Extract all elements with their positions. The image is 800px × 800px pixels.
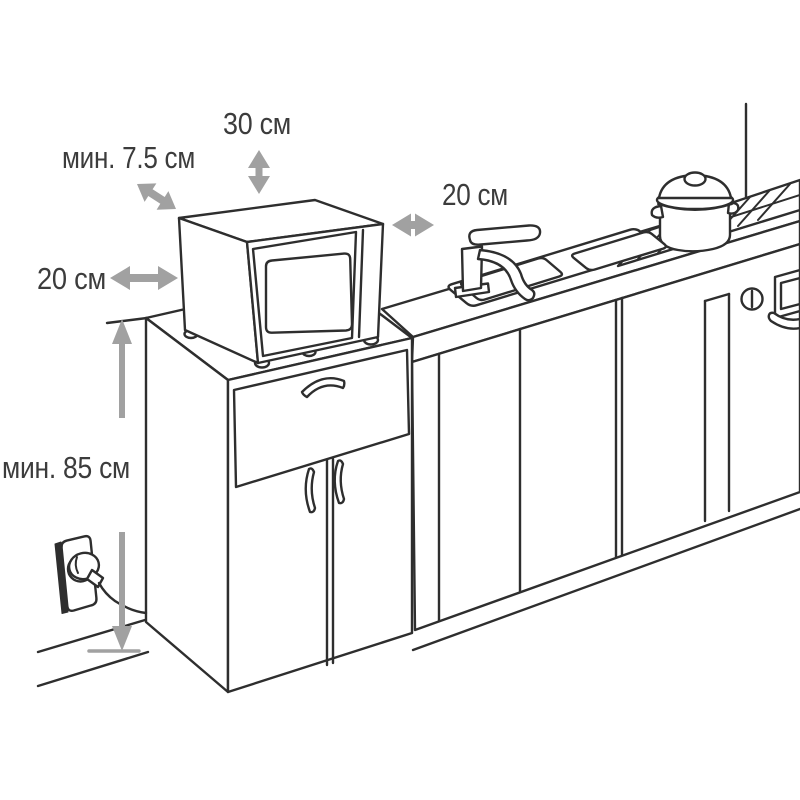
stand-cabinet bbox=[144, 274, 414, 694]
toe-kick-line bbox=[411, 507, 800, 652]
cooking-pot bbox=[650, 171, 740, 253]
baseboard-top-line bbox=[36, 618, 147, 654]
microwave-control-panel-line bbox=[357, 228, 365, 339]
clearance-arrow-top-icon bbox=[248, 150, 270, 194]
label-rear-clearance: мин. 7.5 см bbox=[62, 140, 195, 175]
wall-outlet bbox=[54, 534, 148, 615]
label-min-height: мин. 85 см bbox=[2, 450, 130, 485]
label-right-clearance: 20 см bbox=[442, 177, 508, 212]
height-top-tick bbox=[105, 316, 149, 325]
height-arrow-upper-icon bbox=[112, 319, 132, 418]
measurement-arrows bbox=[87, 150, 434, 653]
faucet bbox=[453, 224, 542, 302]
pot-rim-lip bbox=[657, 203, 733, 211]
stand-cabinet-side bbox=[144, 316, 230, 694]
oven-window bbox=[773, 268, 800, 320]
microwave bbox=[177, 198, 385, 369]
wall-and-floor bbox=[36, 102, 748, 688]
oven-handle bbox=[767, 311, 800, 330]
pot-lid-knob bbox=[683, 171, 707, 187]
stand-cabinet-front bbox=[226, 336, 414, 694]
plug-detail bbox=[74, 556, 79, 574]
pot-handle-left bbox=[650, 204, 665, 219]
label-top-clearance: 30 см bbox=[223, 106, 291, 141]
base-cabinet-run bbox=[410, 242, 800, 652]
sink-drainboard bbox=[570, 230, 668, 272]
faucet-body bbox=[460, 245, 484, 293]
faucet-spout bbox=[476, 248, 536, 302]
clearance-arrow-rear-icon bbox=[137, 183, 176, 210]
faucet-lever bbox=[468, 224, 542, 246]
oven-unit bbox=[703, 268, 800, 523]
oven-top-edge bbox=[703, 292, 731, 303]
clearance-arrow-left-icon bbox=[110, 266, 178, 290]
drawer-front bbox=[232, 348, 411, 489]
door-handle-left bbox=[304, 467, 317, 514]
oven-window-inner bbox=[779, 276, 800, 311]
microwave-door-window bbox=[264, 252, 354, 334]
pot-handle-right bbox=[726, 201, 740, 215]
drawer-handle bbox=[300, 377, 346, 399]
base-cabinet-front bbox=[410, 242, 800, 632]
door-handle-right bbox=[333, 459, 346, 505]
clearance-arrow-right-icon bbox=[392, 213, 434, 237]
microwave-door bbox=[251, 230, 358, 358]
dimension-labels: 30 см мин. 7.5 см 20 см 20 см мин. 85 см bbox=[2, 106, 508, 485]
height-arrow-lower-icon bbox=[112, 532, 132, 651]
power-cord bbox=[97, 581, 148, 615]
label-left-clearance: 20 см bbox=[37, 261, 106, 296]
baseboard-bottom-line bbox=[36, 650, 150, 688]
